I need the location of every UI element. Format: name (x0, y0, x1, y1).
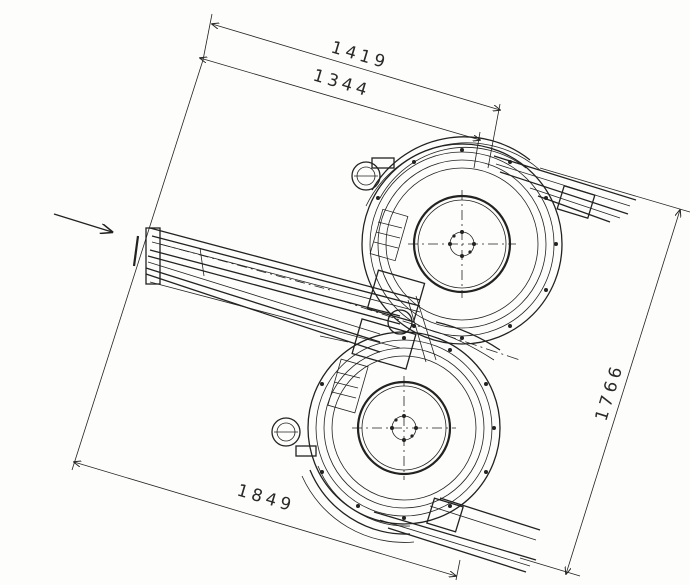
dimension-label-1849: 1849 (235, 481, 298, 517)
dimension-right: 1766 (519, 167, 690, 577)
upper-exit-conveyor (493, 155, 637, 223)
lower-exit-conveyor (373, 497, 541, 573)
lower-turntable-icon (301, 331, 501, 543)
upper-turntable-icon (361, 136, 563, 345)
infeed-arrow-icon (53, 213, 112, 232)
dimension-label-1344: 1344 (311, 66, 374, 102)
frame-outline (319, 321, 501, 361)
upper-drive-motor-icon (351, 157, 409, 262)
transfer-junction (339, 269, 521, 370)
lower-drive-motor-icon (271, 358, 369, 457)
infeed-conveyor (132, 227, 421, 353)
